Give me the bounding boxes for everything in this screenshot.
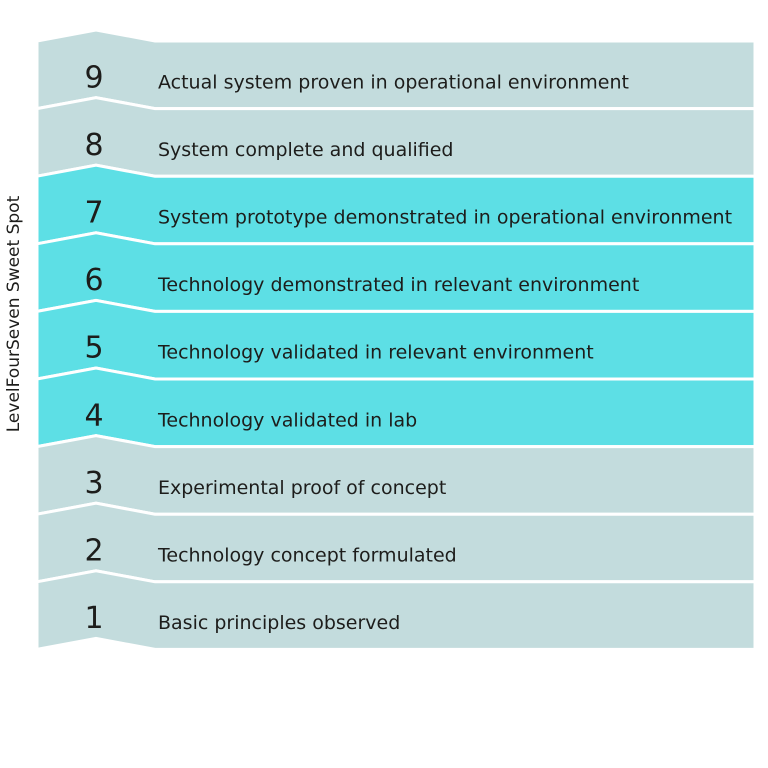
level-9-number: 9 xyxy=(84,60,103,95)
level-4-band: 4 Technology validated in lab xyxy=(35,366,757,449)
level-1-shape xyxy=(35,569,757,652)
level-6-band: 6 Technology demonstrated in relevant env… xyxy=(35,231,757,314)
level-8-label: System complete and qualified xyxy=(158,139,453,161)
level-7-number: 7 xyxy=(84,196,103,231)
level-9-shape xyxy=(35,28,757,111)
level-5-shape xyxy=(35,298,757,381)
level-3-label: Experimental proof of concept xyxy=(158,477,446,499)
level-6-label: Technology demonstrated in relevant envi… xyxy=(157,274,639,296)
level-4-number: 4 xyxy=(84,398,103,433)
sweet-spot-label: LevelFourSeven Sweet Spot xyxy=(4,195,24,432)
level-8-number: 8 xyxy=(84,128,103,163)
level-5-label: Technology validated in relevant environ… xyxy=(157,342,594,364)
level-7-shape xyxy=(35,163,757,246)
level-2-band: 2 Technology concept formulated xyxy=(35,501,757,584)
level-9-band: 9 Actual system proven in operational env… xyxy=(35,28,757,111)
level-2-label: Technology concept formulated xyxy=(157,545,457,567)
level-6-number: 6 xyxy=(84,263,103,298)
level-5-number: 5 xyxy=(84,331,103,366)
level-7-band: 7 System prototype demonstrated in operat… xyxy=(35,163,757,246)
level-8-shape xyxy=(35,96,757,179)
level-2-shape xyxy=(35,501,757,584)
level-2-number: 2 xyxy=(84,534,103,569)
level-3-number: 3 xyxy=(84,466,103,501)
level-4-shape xyxy=(35,366,757,449)
level-bands: 9 Actual system proven in operational env… xyxy=(35,28,757,652)
level-3-band: 3 Experimental proof of concept xyxy=(35,434,757,517)
level-9-label: Actual system proven in operational envi… xyxy=(158,71,629,93)
level-1-number: 1 xyxy=(84,601,103,636)
level-1-label: Basic principles observed xyxy=(158,612,400,634)
level-1-band: 1 Basic principles observed xyxy=(35,569,757,652)
level-3-shape xyxy=(35,434,757,517)
level-4-label: Technology validated in lab xyxy=(157,409,417,431)
level-5-band: 5 Technology validated in relevant enviro… xyxy=(35,298,757,381)
level-6-shape xyxy=(35,231,757,314)
level-8-band: 8 System complete and qualified xyxy=(35,96,757,179)
level-7-label: System prototype demonstrated in operati… xyxy=(158,207,732,229)
